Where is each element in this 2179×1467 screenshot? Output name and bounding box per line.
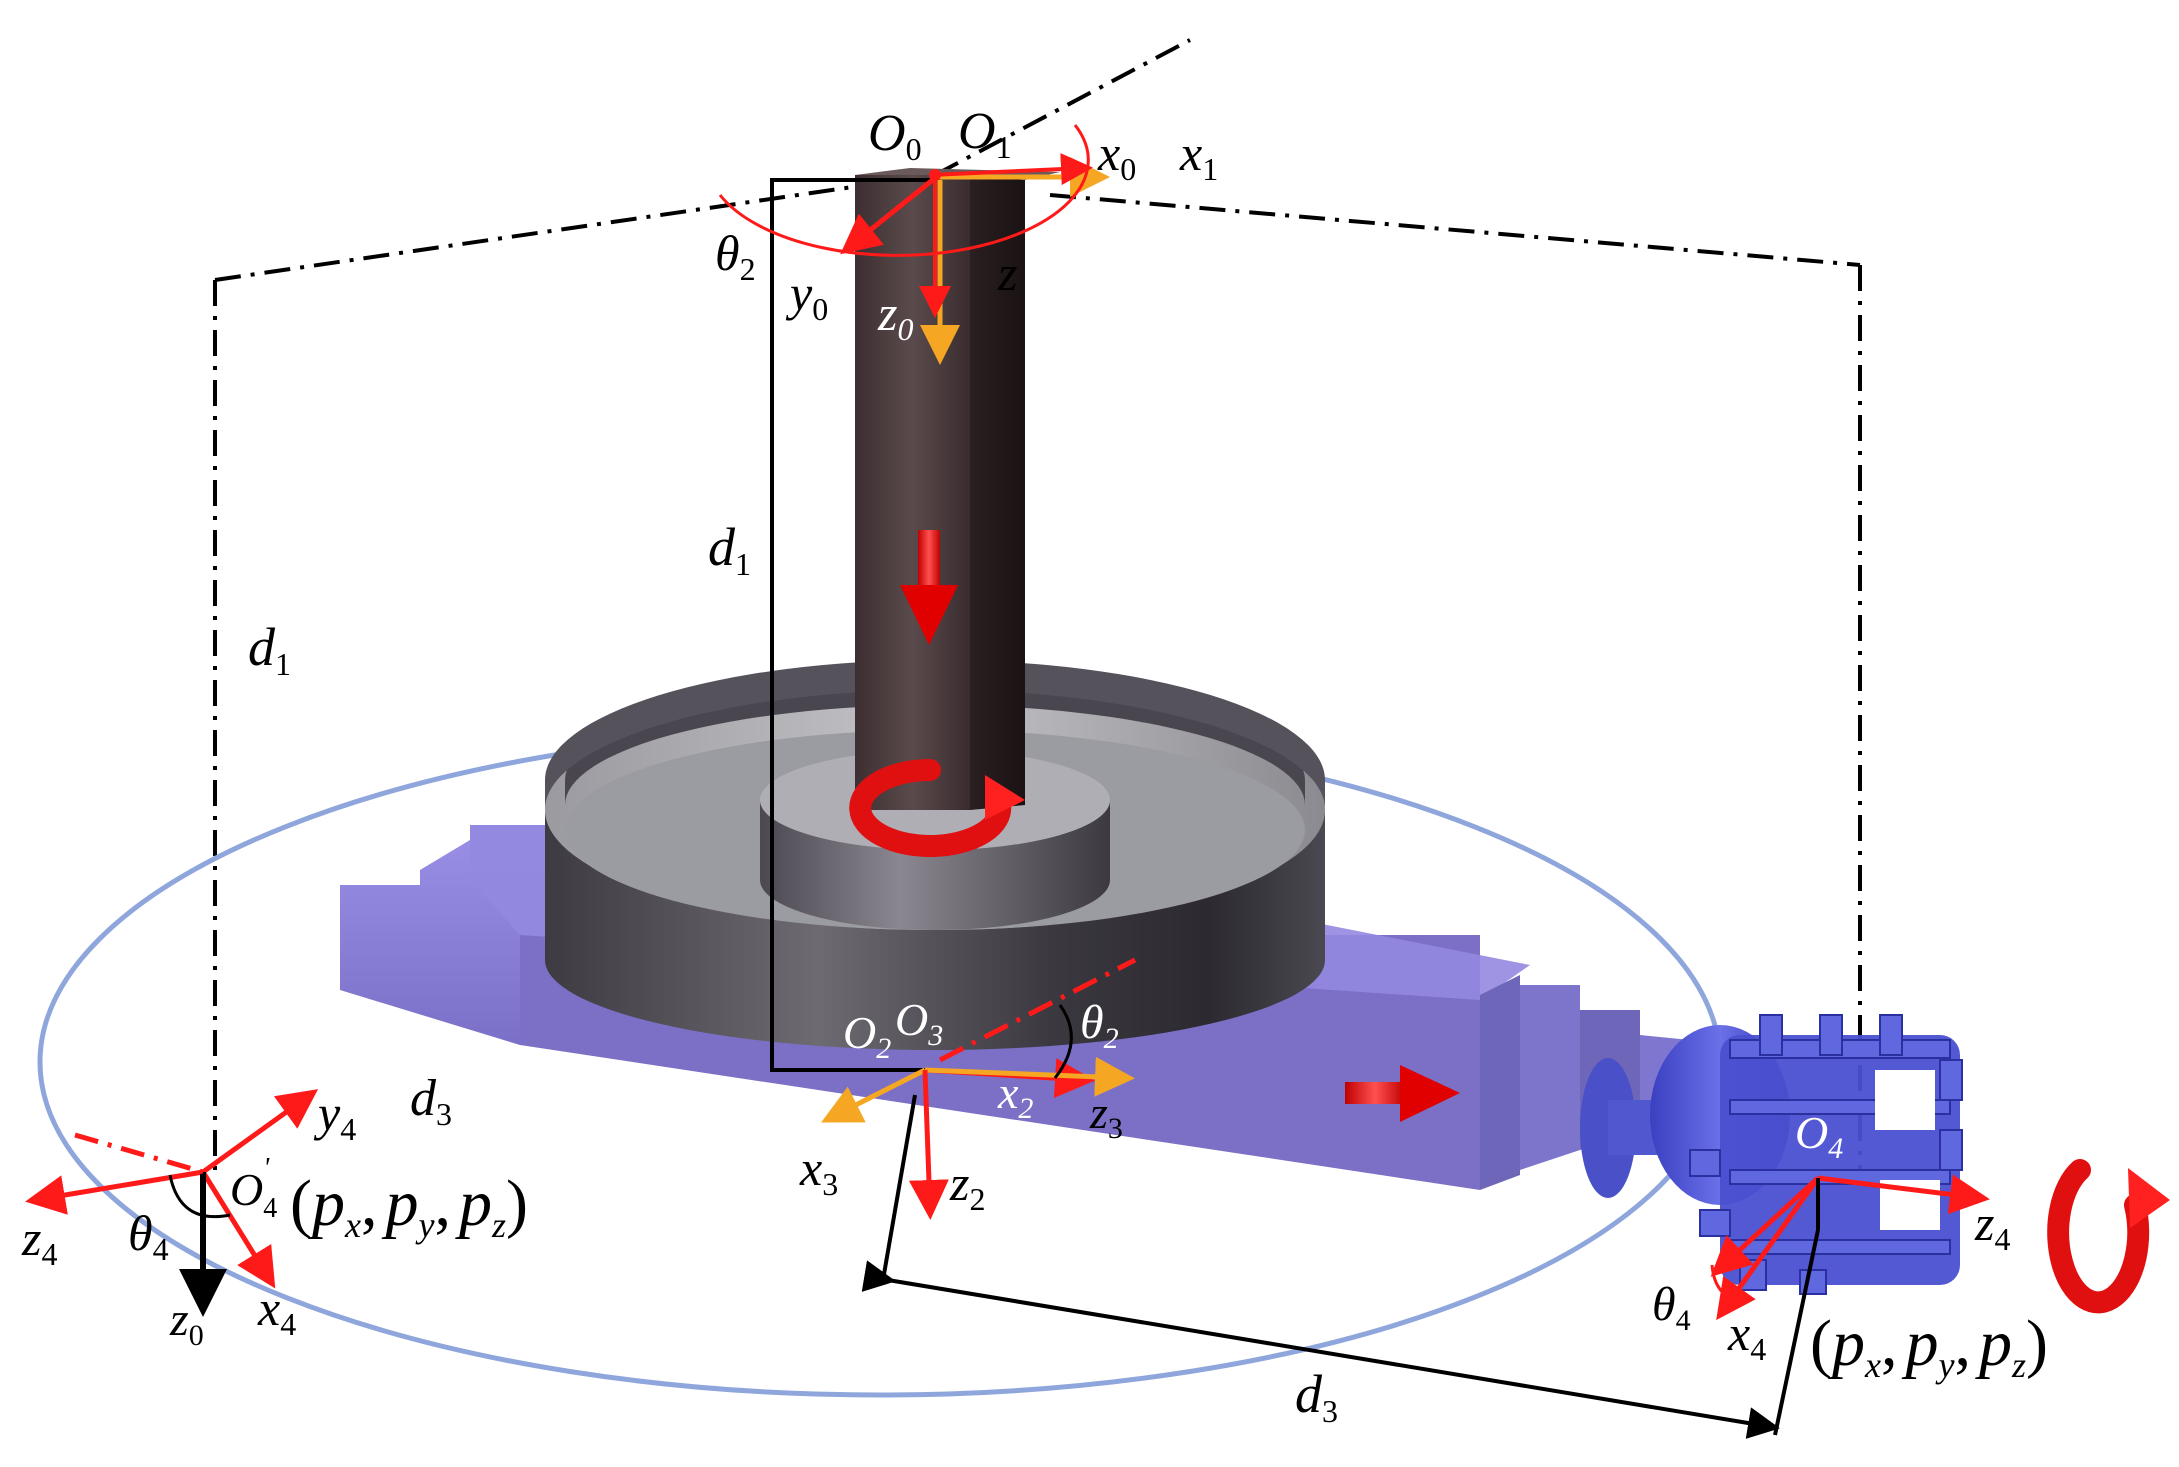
label-z2: z2 xyxy=(949,1155,985,1217)
frame-base-axes xyxy=(821,957,1137,1220)
label-x0: x0 xyxy=(1097,125,1136,187)
arm-axis-dashdot xyxy=(938,957,1137,1063)
label-theta2-top: θ2 xyxy=(715,225,756,287)
theta4-left-arc xyxy=(168,1174,231,1219)
label-o1: O1 xyxy=(958,103,1012,165)
ring-far-wall xyxy=(545,660,1325,810)
wrist-rotation-arrow-icon xyxy=(2047,1159,2170,1314)
dimension-d3 xyxy=(861,1094,1820,1439)
label-z0-bottom: z0 xyxy=(169,1293,204,1352)
label-d3-bottom: d3 xyxy=(1295,1364,1338,1429)
label-theta4-left: θ4 xyxy=(128,1205,169,1267)
theta2-top-arc xyxy=(718,124,1090,257)
red-arrow-down-icon xyxy=(900,530,958,645)
theta4-right-arc xyxy=(1710,1264,1746,1302)
label-o0: O0 xyxy=(868,105,922,167)
base-rotation-arrow-icon xyxy=(849,759,1025,857)
x3-axis xyxy=(821,1067,927,1123)
gripper-shaft xyxy=(1608,1100,1658,1155)
hub-wall xyxy=(760,800,1110,930)
column-side-face xyxy=(970,175,1025,810)
label-theta2-mid: θ2 xyxy=(1080,996,1119,1055)
label-o3: O3 xyxy=(895,994,943,1052)
label-z1: z xyxy=(997,245,1017,301)
origin-o0-dot xyxy=(929,169,941,181)
z3-axis xyxy=(924,1056,1135,1097)
label-z0-top: z0 xyxy=(877,285,913,347)
label-d1-center: d1 xyxy=(708,517,751,582)
label-x2: x2 xyxy=(997,1067,1033,1125)
label-x3: x3 xyxy=(799,1140,838,1202)
label-o4-right: O4 xyxy=(1795,1107,1843,1165)
theta2-mid-arc xyxy=(1053,1004,1073,1079)
envelope-right-top-edge xyxy=(1049,193,1861,267)
y4-right-axis xyxy=(1710,1176,1820,1277)
label-y0: y0 xyxy=(785,265,828,327)
dimension-d1 xyxy=(770,178,935,1072)
z4-right-axis xyxy=(1817,1174,1990,1215)
z2-axis xyxy=(908,1069,949,1220)
ring-inner-wall xyxy=(565,680,1305,805)
y0-axis xyxy=(840,176,937,255)
envelope-top-left-edge xyxy=(214,173,936,282)
frame-left-axes xyxy=(25,1089,319,1317)
arm-extension-2 xyxy=(1520,985,1580,1170)
z4-left-axis xyxy=(25,1169,204,1215)
label-x4-left: x4 xyxy=(257,1280,296,1342)
gripper-window-1 xyxy=(1875,1070,1935,1130)
label-y4-left: y4 xyxy=(313,1085,356,1147)
left-dashdot-axis xyxy=(74,1132,204,1175)
arm-extension-1 xyxy=(1480,975,1520,1190)
label-z3: z3 xyxy=(1089,1087,1123,1145)
label-o4-left: O4' xyxy=(230,1153,277,1224)
x4-right-axis xyxy=(1716,1176,1821,1321)
label-d3-left: d3 xyxy=(410,1070,452,1132)
column-front-face xyxy=(855,175,970,810)
label-x4-right: x4 xyxy=(1727,1305,1766,1367)
point-right-coords: (px,py,pz) xyxy=(1810,1307,2048,1385)
label-x1: x1 xyxy=(1179,125,1218,187)
red-arrow-right-icon xyxy=(1345,1065,1460,1122)
x4-left-axis xyxy=(200,1170,276,1289)
label-z4-right: z4 xyxy=(1974,1195,2010,1257)
labels: O0 O1 x0 x1 θ2 y0 z0 z d1 d1 O2 O3 θ2 x2… xyxy=(21,103,2048,1429)
y4-left-axis xyxy=(201,1089,319,1175)
x1-axis xyxy=(929,153,1093,186)
frame-right-axes xyxy=(1710,1174,1990,1321)
label-z4-left: z4 xyxy=(21,1210,57,1272)
point-left-coords: (px,py,pz) xyxy=(290,1167,528,1245)
label-theta4-right: θ4 xyxy=(1652,1278,1691,1337)
gripper-end-effector xyxy=(1580,1014,1963,1295)
workspace-envelope xyxy=(213,38,1862,1170)
label-o2: O2 xyxy=(843,1007,891,1065)
frame-top-axes xyxy=(718,124,1110,365)
label-d1-left: d1 xyxy=(248,617,291,682)
